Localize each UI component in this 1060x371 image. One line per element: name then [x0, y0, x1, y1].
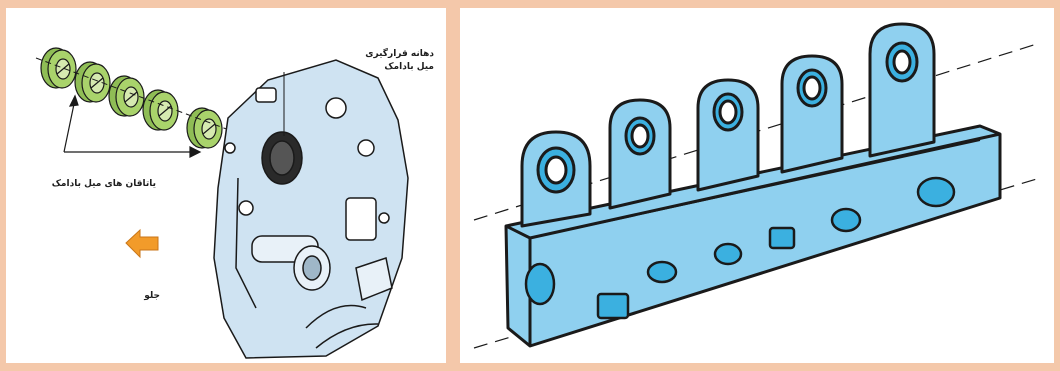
left-figure-panel: دهانه قرارگیری میل بادامک یاتاقان های می… — [6, 8, 446, 363]
right-figure-panel — [460, 8, 1054, 363]
bearing-cap-position-label-line-1: دهانه قرارگیری — [336, 48, 434, 61]
bearing-lug-2 — [610, 100, 670, 208]
cylinder-head-camshaft-housing-illustration — [460, 8, 1054, 363]
front-label: جلو — [134, 290, 160, 303]
camshaft-bearing-5 — [187, 108, 222, 148]
camshaft-bearing-3 — [109, 76, 144, 116]
camshaft-bearings-label: یاتاقان های میل بادامک — [26, 178, 156, 191]
camshaft-bearing-2 — [75, 62, 110, 102]
bearing-cap-position-label-line-2: میل بادامک — [336, 61, 434, 74]
bearing-lug-5 — [870, 24, 934, 156]
bearing-cap-position-label: دهانه قرارگیری میل بادامک — [336, 48, 434, 74]
front-direction-arrow — [126, 230, 158, 257]
bearing-lug-3 — [698, 80, 758, 190]
bearing-lug-1 — [522, 132, 590, 226]
camshaft-bearing-4 — [143, 90, 178, 130]
camshaft-bearing-1 — [41, 48, 76, 88]
engine-block-illustration — [214, 60, 408, 358]
bearing-lug-4 — [782, 56, 842, 172]
